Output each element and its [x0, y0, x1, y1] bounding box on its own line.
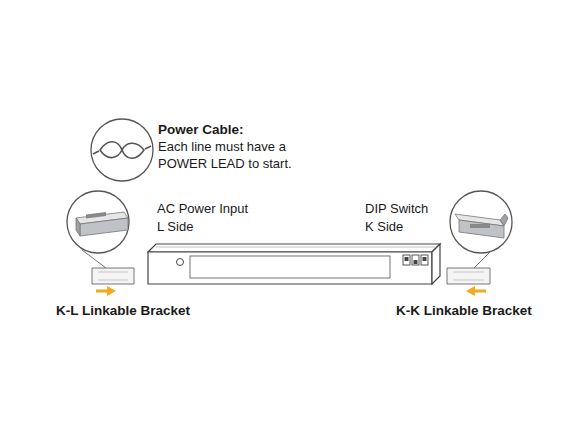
bracket-label: K-K Linkable Bracket [396, 302, 532, 319]
kl-bracket [92, 268, 134, 284]
heading-label: Power Cable: [158, 121, 244, 138]
leader-line [82, 250, 106, 268]
cable-icon-circle [91, 119, 153, 181]
cable-ends [93, 146, 151, 154]
part-label: AC Power Input [157, 200, 248, 217]
insert-arrow-head [466, 286, 475, 296]
side-label: K Side [365, 218, 403, 235]
bracket-label: K-L Linkable Bracket [56, 302, 190, 319]
insert-arrow [474, 290, 486, 293]
note-label: Each line must have a POWER LEAD to star… [158, 138, 308, 172]
insert-arrow-head [107, 286, 116, 296]
kk-detail-bar [455, 214, 508, 238]
kl-detail-circle [67, 191, 129, 253]
side-label: L Side [157, 218, 193, 235]
kk-detail-circle [450, 191, 512, 253]
insert-arrow [96, 290, 108, 293]
part-label: DIP Switch [365, 200, 428, 217]
cable-loop [100, 142, 144, 159]
led-bar [148, 244, 440, 284]
leader-line [474, 251, 491, 268]
kl-detail-bar [76, 212, 128, 236]
kk-bracket [447, 268, 490, 284]
dip-switch [403, 255, 428, 265]
